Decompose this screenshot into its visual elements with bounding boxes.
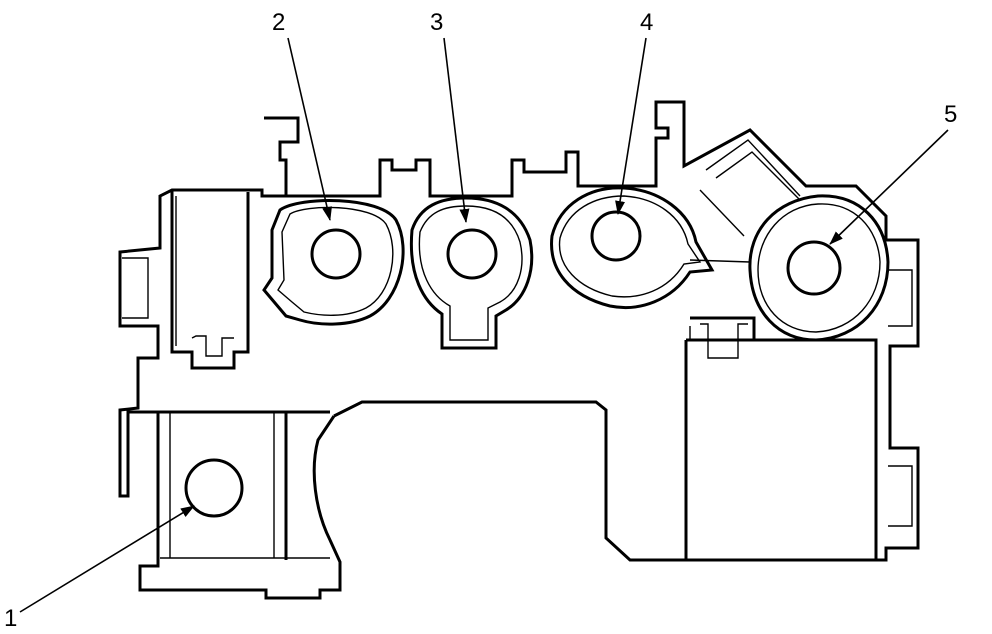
callout-4: 4 [640,9,653,36]
callout-5: 5 [944,101,957,128]
terminal-hole-3 [446,228,498,280]
terminal-hole-4 [590,210,642,262]
leader-line-1 [19,505,195,613]
right-block [684,269,913,560]
leader-line-4 [615,37,647,215]
leader-line-5 [829,129,949,245]
lower-left-terminal [158,410,330,560]
terminal-hole-5 [786,240,842,296]
leader-line-2 [287,37,332,221]
callouts: 2 3 4 5 1 [4,9,957,632]
housing-outline [118,100,920,600]
terminal-hole-2 [310,228,362,280]
callout-1: 1 [4,605,17,632]
left-connector [122,190,250,370]
terminal-hole-1 [184,458,244,518]
callout-3: 3 [430,9,443,36]
leader-line-3 [443,37,470,223]
terminal-bays [262,139,890,350]
callout-2: 2 [272,9,285,36]
